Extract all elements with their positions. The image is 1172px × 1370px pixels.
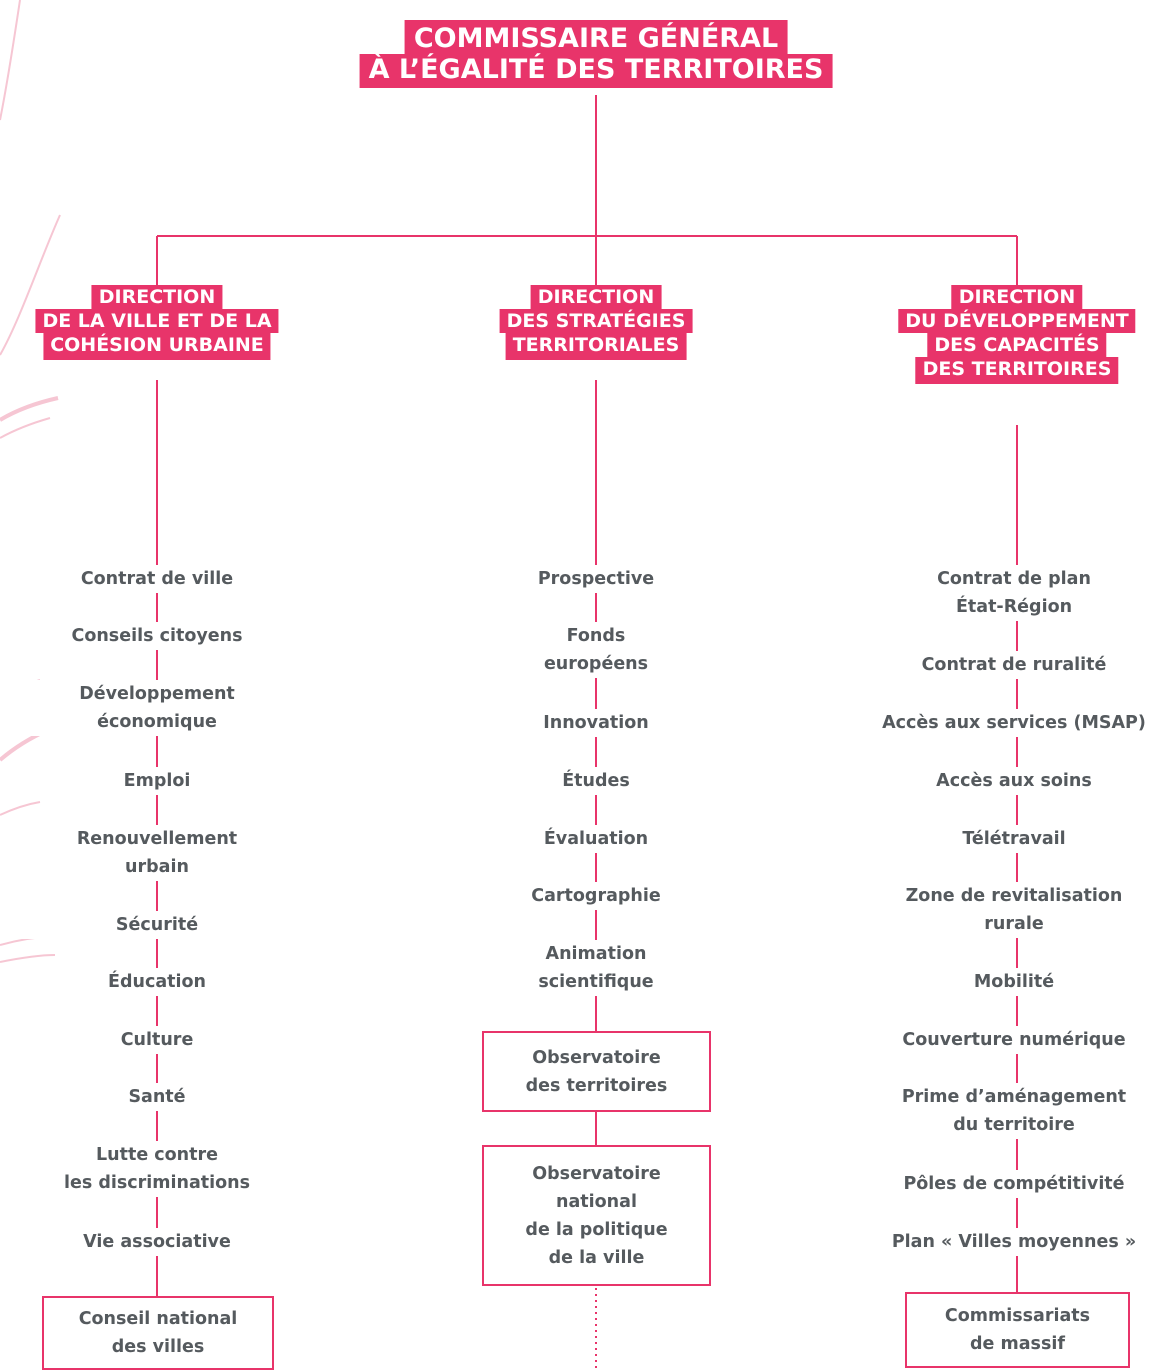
- list-item: Conseils citoyens: [0, 622, 317, 650]
- list-item: Animation scientifique: [436, 940, 756, 996]
- list-item: Couverture numérique: [854, 1026, 1172, 1054]
- list-item: Cartographie: [436, 882, 756, 910]
- list-item: Culture: [0, 1026, 317, 1054]
- commissariats-massif-box: Commissariats de massif: [905, 1292, 1130, 1368]
- direction-title-line: DIRECTION: [91, 285, 223, 309]
- list-item: Prospective: [436, 565, 756, 593]
- direction-capacites-title: DIRECTION DU DÉVELOPPEMENT DES CAPACITÉS…: [898, 285, 1136, 384]
- title-line-2: À L’ÉGALITÉ DES TERRITOIRES: [359, 54, 833, 88]
- direction-title-line: DES CAPACITÉS: [927, 333, 1107, 357]
- direction-title-line: DIRECTION: [951, 285, 1083, 309]
- list-item: Accès aux soins: [854, 767, 1172, 795]
- list-item: Plan « Villes moyennes »: [854, 1228, 1172, 1256]
- direction-title-line: COHÉSION URBAINE: [43, 333, 271, 360]
- conseil-national-box: Conseil national des villes: [42, 1296, 274, 1370]
- observatoire-politique-ville-box: Observatoire national de la politique de…: [482, 1145, 711, 1286]
- direction-title-line: DE LA VILLE ET DE LA: [35, 309, 279, 333]
- title-line-1: COMMISSAIRE GÉNÉRAL: [404, 20, 788, 54]
- list-item: Éducation: [0, 968, 317, 996]
- list-item: Contrat de ruralité: [854, 651, 1172, 679]
- list-item: Évaluation: [436, 825, 756, 853]
- list-item: Fonds européens: [436, 622, 756, 678]
- list-item: Prime d’aménagement du territoire: [854, 1083, 1172, 1139]
- direction-title-line: DES TERRITOIRES: [915, 357, 1119, 384]
- list-item: Lutte contre les discriminations: [0, 1141, 317, 1197]
- list-item: Emploi: [0, 767, 317, 795]
- direction-title-line: DU DÉVELOPPEMENT: [898, 309, 1136, 333]
- list-item: Santé: [0, 1083, 317, 1111]
- list-item: Sécurité: [0, 911, 317, 939]
- list-item: Zone de revitalisation rurale: [854, 882, 1172, 938]
- list-item: Développement économique: [0, 680, 317, 736]
- list-item: Pôles de compétitivité: [854, 1170, 1172, 1198]
- direction-ville-title: DIRECTION DE LA VILLE ET DE LA COHÉSION …: [35, 285, 279, 360]
- list-item: Mobilité: [854, 968, 1172, 996]
- list-item: Innovation: [436, 709, 756, 737]
- direction-title-line: DIRECTION: [530, 285, 662, 309]
- direction-title-line: TERRITORIALES: [505, 333, 687, 360]
- list-item: Télétravail: [854, 825, 1172, 853]
- direction-title-line: DES STRATÉGIES: [499, 309, 693, 333]
- list-item: Renouvellement urbain: [0, 825, 317, 881]
- list-item: Accès aux services (MSAP): [854, 709, 1172, 737]
- observatoire-territoires-box: Observatoire des territoires: [482, 1031, 711, 1112]
- list-item: Vie associative: [0, 1228, 317, 1256]
- direction-strategies-title: DIRECTION DES STRATÉGIES TERRITORIALES: [499, 285, 693, 360]
- list-item: Contrat de ville: [0, 565, 317, 593]
- list-item: Contrat de plan État-Région: [854, 565, 1172, 621]
- list-item: Études: [436, 767, 756, 795]
- commissaire-general-title: COMMISSAIRE GÉNÉRAL À L’ÉGALITÉ DES TERR…: [359, 20, 833, 88]
